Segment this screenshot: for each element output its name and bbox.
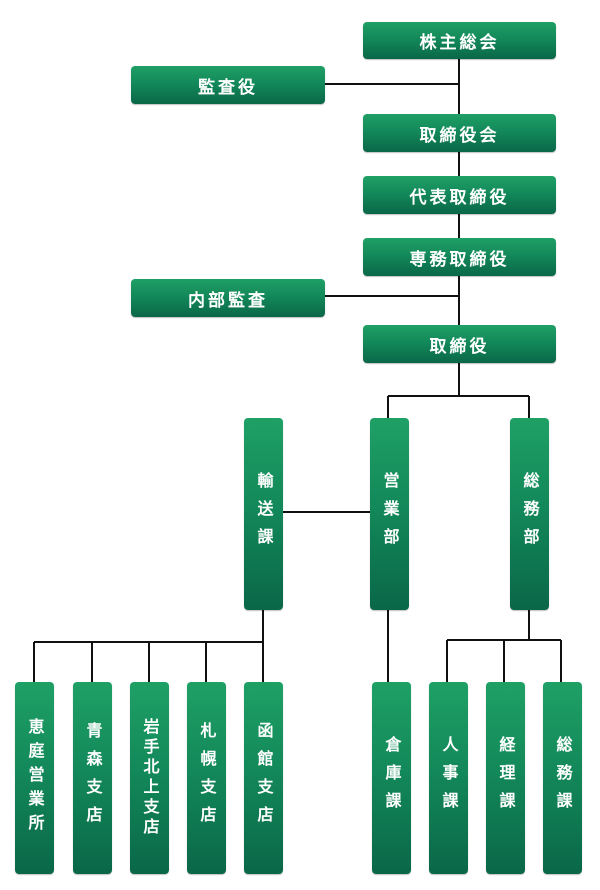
hakodate-branch-label: 函館支店 [254, 722, 274, 834]
board-box: 取締役会 [363, 114, 556, 152]
aomori-branch-box: 青森支店 [73, 682, 112, 874]
shareholders-meeting-box: 株主総会 [363, 22, 556, 59]
internal-audit-box: 内部監査 [131, 279, 325, 317]
general-affairs-section-label: 総務課 [553, 736, 573, 820]
warehouse-section-box: 倉庫課 [372, 682, 411, 874]
hakodate-branch-box: 函館支店 [244, 682, 283, 874]
iwatekitakami-branch-label: 岩手北上支店 [140, 718, 160, 838]
warehouse-section-label: 倉庫課 [382, 736, 402, 820]
accounting-section-label: 経理課 [496, 736, 516, 820]
director-box: 取締役 [363, 325, 556, 363]
transport-section-box: 輸送課 [244, 418, 283, 610]
hr-section-box: 人事課 [429, 682, 468, 874]
aomori-branch-label: 青森支店 [83, 722, 103, 834]
managing-director-label: 専務取締役 [409, 249, 510, 270]
internal-audit-label: 内部監査 [188, 290, 268, 311]
iwatekitakami-branch-box: 岩手北上支店 [130, 682, 169, 874]
accounting-section-box: 経理課 [486, 682, 525, 874]
board-label: 取締役会 [419, 125, 500, 146]
sapporo-branch-box: 札幌支店 [187, 682, 226, 874]
director-label: 取締役 [429, 336, 490, 357]
managing-director-box: 専務取締役 [363, 238, 556, 276]
shareholders-meeting-label: 株主総会 [419, 33, 500, 53]
representative-director-label: 代表取締役 [409, 187, 510, 208]
hr-section-label: 人事課 [439, 736, 459, 820]
sapporo-branch-label: 札幌支店 [197, 722, 217, 834]
ebisu-office-box: 恵庭営業所 [15, 682, 54, 874]
transport-section-label: 輸送課 [254, 472, 274, 556]
general-affairs-dept-label: 総務部 [520, 472, 540, 556]
ebisu-office-label: 恵庭営業所 [25, 718, 45, 838]
general-affairs-section-box: 総務課 [543, 682, 582, 874]
sales-dept-label: 営業部 [380, 472, 400, 556]
sales-dept-box: 営業部 [370, 418, 409, 610]
auditor-box: 監査役 [131, 66, 325, 104]
general-affairs-dept-box: 総務部 [510, 418, 549, 610]
representative-director-box: 代表取締役 [363, 176, 556, 214]
auditor-label: 監査役 [198, 77, 258, 98]
